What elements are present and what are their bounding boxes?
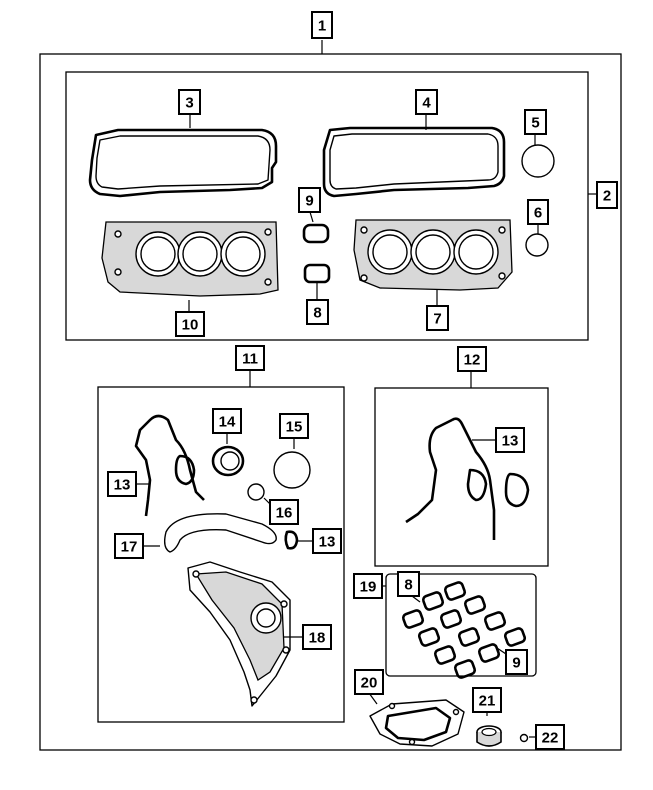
- callout-1: 1: [311, 11, 333, 39]
- callout-21: 21: [472, 687, 502, 713]
- timing-cover-gasket-seal: [174, 454, 196, 486]
- callout-22: 22: [535, 724, 565, 750]
- kit-outer-frame: [39, 53, 622, 751]
- svg-text:13: 13: [114, 477, 131, 494]
- svg-text:18: 18: [309, 630, 326, 647]
- callout-7: 7: [426, 305, 449, 331]
- timing-o-ring-small: [247, 483, 265, 501]
- svg-text:16: 16: [276, 505, 293, 522]
- callout-12: 12: [457, 346, 487, 372]
- callout-19: 19: [353, 573, 383, 599]
- callout-10: 10: [175, 311, 205, 337]
- rear-cover-set-frame: [374, 387, 549, 567]
- upper-gasket-set-frame: [65, 71, 589, 341]
- callout-2: 2: [596, 181, 618, 209]
- svg-text:4: 4: [422, 95, 431, 112]
- callout-17: 17: [114, 533, 144, 559]
- callout-13-rear: 13: [495, 427, 525, 453]
- callout-9-lower: 9: [505, 649, 528, 675]
- svg-text:19: 19: [360, 579, 377, 596]
- svg-text:7: 7: [433, 311, 441, 328]
- cylinder-head-gasket-right: [353, 219, 513, 291]
- svg-text:14: 14: [219, 414, 236, 431]
- water-pump-gasket: [187, 561, 291, 707]
- svg-text:15: 15: [286, 419, 303, 436]
- crankshaft-front-seal: [211, 445, 245, 477]
- callout-5: 5: [524, 109, 547, 135]
- timing-o-ring-large: [273, 451, 311, 489]
- o-ring-large: [521, 144, 555, 178]
- seal-gasket-9: [302, 223, 330, 244]
- seal-gasket-8: [303, 263, 331, 284]
- callout-14: 14: [212, 408, 242, 434]
- svg-text:17: 17: [121, 539, 138, 556]
- intake-manifold-gaskets: [401, 581, 527, 679]
- valve-cover-gasket-left: [88, 128, 278, 198]
- svg-text:9: 9: [305, 193, 313, 210]
- svg-text:6: 6: [534, 205, 542, 222]
- callout-15: 15: [279, 413, 309, 439]
- callout-3: 3: [178, 89, 201, 115]
- o-ring-small: [525, 233, 549, 257]
- rear-cover-seal-left: [466, 468, 488, 502]
- svg-text:1: 1: [318, 18, 326, 35]
- manifold-gasket-set-frame: [385, 573, 537, 677]
- callout-4: 4: [415, 89, 438, 115]
- svg-text:20: 20: [361, 675, 378, 692]
- svg-text:10: 10: [182, 317, 199, 334]
- oil-pan-gasket: [163, 513, 277, 553]
- svg-text:8: 8: [404, 577, 412, 594]
- callout-13-small: 13: [312, 528, 342, 554]
- callout-13-front: 13: [107, 471, 137, 497]
- callout-20: 20: [354, 669, 384, 695]
- valve-cover-gasket-right: [322, 126, 506, 198]
- callout-9-upper: 9: [298, 187, 321, 213]
- timing-small-gasket: [284, 530, 299, 550]
- timing-cover-gasket-front: [134, 414, 205, 517]
- exhaust-flange-gasket: [369, 699, 465, 747]
- tiny-o-ring: [519, 733, 529, 743]
- svg-text:5: 5: [531, 115, 539, 132]
- timing-cover-set-frame: [97, 386, 345, 723]
- callout-8-upper: 8: [306, 299, 329, 325]
- rear-cover-seal-right: [504, 472, 530, 508]
- valve-cover-gasket-left-inner: [95, 135, 271, 190]
- svg-text:12: 12: [464, 352, 481, 369]
- svg-text:2: 2: [603, 188, 611, 205]
- svg-text:11: 11: [242, 351, 258, 368]
- callout-16: 16: [269, 499, 299, 525]
- cylinder-head-gasket-left: [101, 221, 279, 297]
- callout-18: 18: [302, 624, 332, 650]
- callout-8-lower: 8: [397, 571, 420, 597]
- svg-text:21: 21: [479, 693, 496, 710]
- valve-cover-gasket-right-inner: [329, 133, 499, 190]
- svg-text:8: 8: [313, 305, 321, 322]
- svg-text:22: 22: [542, 730, 559, 747]
- svg-text:13: 13: [502, 433, 519, 450]
- seal-ring: [476, 725, 502, 747]
- svg-text:3: 3: [185, 95, 193, 112]
- callout-11: 11: [235, 345, 265, 371]
- rear-cover-gasket: [405, 417, 496, 540]
- callout-6: 6: [527, 199, 549, 225]
- svg-text:9: 9: [512, 655, 520, 672]
- svg-text:13: 13: [319, 534, 336, 551]
